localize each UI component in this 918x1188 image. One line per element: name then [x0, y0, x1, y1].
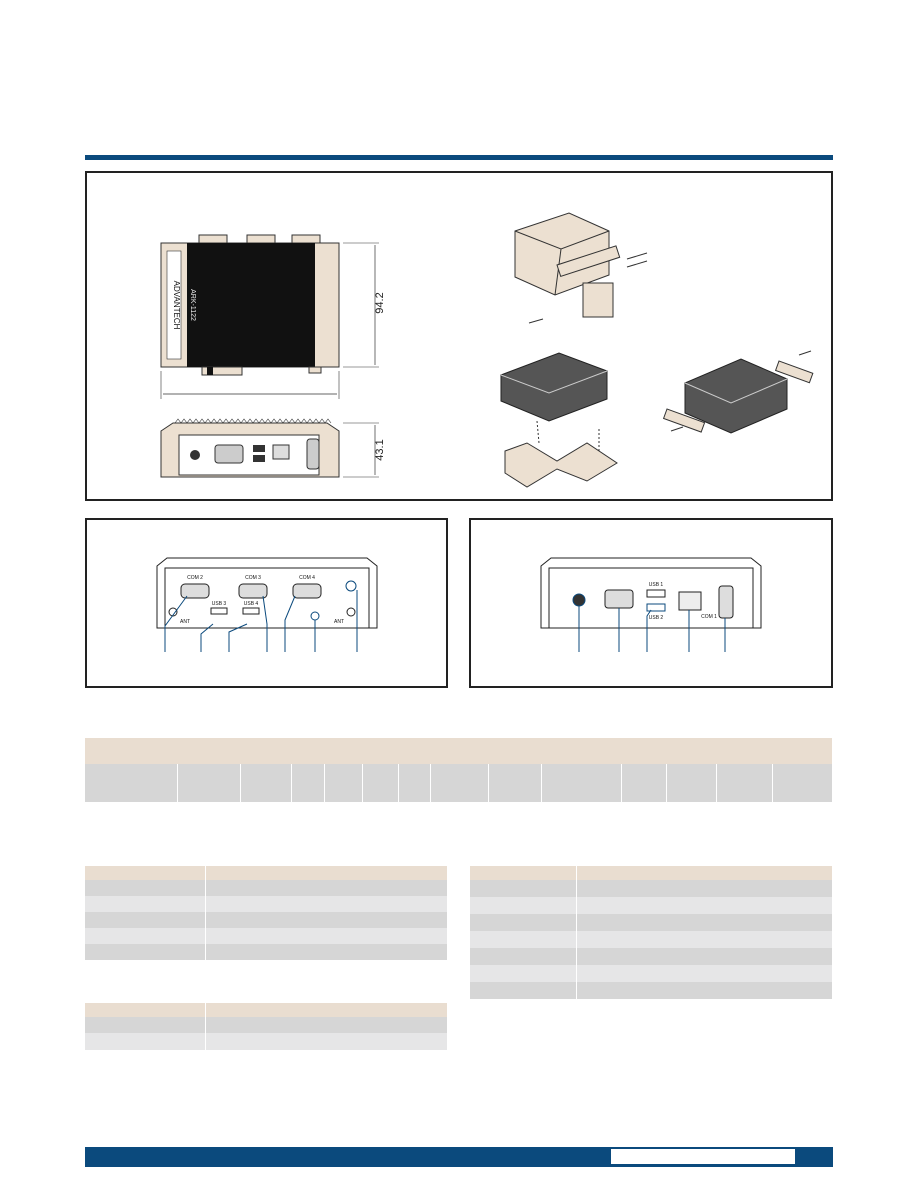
spec-table-row	[85, 896, 447, 912]
rear-io-drawing: COM 2 COM 3 COM 4 USB 3 USB 4 ANT ANT	[156, 557, 378, 652]
spec-table-row	[85, 880, 447, 896]
usb4-label: USB 4	[244, 601, 259, 607]
spec-table-row	[470, 982, 832, 999]
spec-table-header-row	[85, 1003, 447, 1017]
front-view-drawing: 43.1	[160, 418, 386, 478]
depth-dimension-label: 94.2	[374, 292, 386, 313]
top-view-drawing: ADVANTECH ARK-1122 94.2	[160, 234, 386, 399]
usb1-label: USB 1	[649, 582, 664, 588]
spec-table-row	[470, 931, 832, 948]
spec-table-row	[85, 1033, 447, 1050]
usb3-label: USB 3	[212, 601, 227, 607]
footer-url-box	[611, 1149, 795, 1164]
ordering-table	[85, 738, 832, 802]
spec-table-left-1	[85, 866, 447, 960]
spec-table-header-row	[470, 866, 832, 880]
spec-table-row	[85, 928, 447, 944]
com1-label: COM 1	[701, 614, 717, 620]
height-dimension-label: 43.1	[374, 439, 386, 460]
spec-table-right	[470, 866, 832, 999]
spec-table-row	[470, 965, 832, 982]
com2-label: COM 2	[187, 575, 203, 581]
model-label: ARK-1122	[189, 289, 196, 321]
spec-table-row	[470, 880, 832, 897]
spec-table-row	[85, 1017, 447, 1033]
com4-label: COM 4	[299, 575, 315, 581]
dimensions-drawing: ADVANTECH ARK-1122 94.2	[160, 212, 814, 488]
front-io-drawing: USB 1 USB 2 COM 1	[540, 557, 762, 652]
brand-label: ADVANTECH	[172, 281, 181, 330]
spec-table-header-row	[85, 866, 447, 880]
ant-label-left: ANT	[180, 619, 190, 625]
spec-table-row	[470, 897, 832, 914]
spec-table-row	[85, 944, 447, 960]
usb2-label: USB 2	[649, 615, 664, 621]
spec-table-row	[470, 948, 832, 965]
rear-callout-lines	[164, 590, 358, 652]
din-rail-mount-drawing	[662, 350, 814, 434]
com3-label: COM 3	[245, 575, 261, 581]
header-rule	[85, 155, 833, 160]
wall-mount-drawing	[514, 212, 648, 324]
ordering-table-header-row	[85, 738, 832, 764]
front-callout-lines	[578, 606, 726, 652]
vesa-mount-drawing	[500, 352, 618, 488]
front-io-panel: USB 1 USB 2 COM 1	[469, 518, 833, 688]
spec-table-left-2	[85, 1003, 447, 1050]
spec-table-row	[85, 912, 447, 928]
ordering-table-row	[85, 764, 832, 802]
ant-label-right: ANT	[334, 619, 344, 625]
spec-table-row	[470, 914, 832, 931]
dimensions-panel: ADVANTECH ARK-1122 94.2	[85, 171, 833, 501]
rear-io-panel: COM 2 COM 3 COM 4 USB 3 USB 4 ANT ANT	[85, 518, 448, 688]
